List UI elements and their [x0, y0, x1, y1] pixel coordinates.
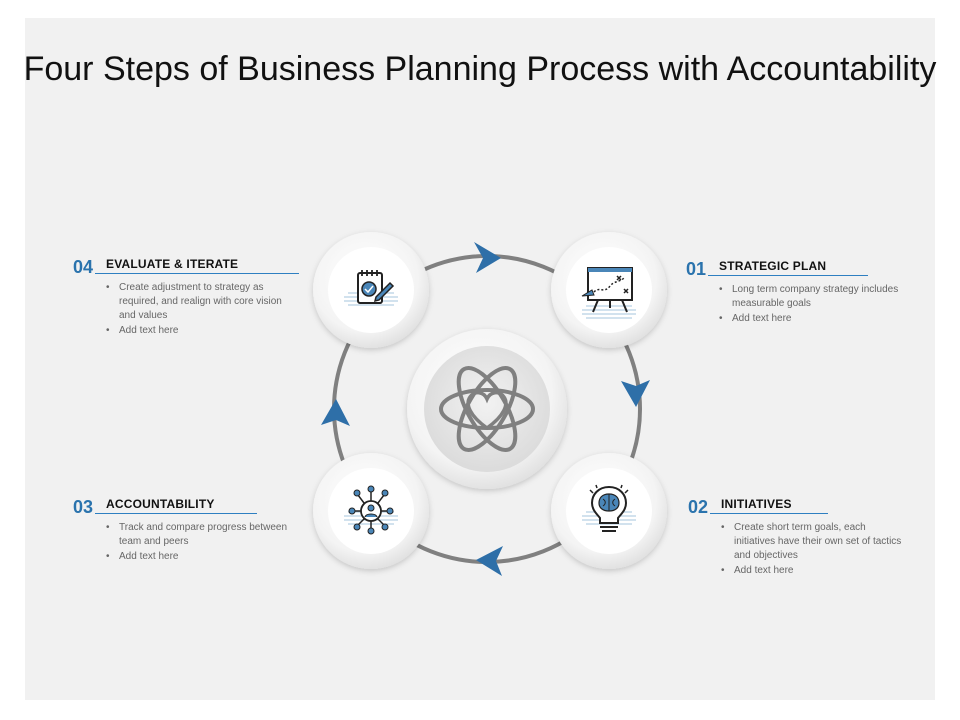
step-heading: INITIATIVES [721, 497, 792, 511]
person-network-icon [344, 485, 398, 535]
brain-lightbulb-icon [582, 484, 636, 532]
step-heading: EVALUATE & ITERATE [106, 257, 239, 271]
step-underline [708, 275, 868, 276]
list-item: Add text here [719, 312, 907, 326]
strategy-board-icon [581, 267, 636, 319]
step-bullets: Create adjustment to strategy as require… [106, 281, 294, 338]
step-bullets: Track and compare progress between team … [106, 521, 294, 564]
step-underline [95, 513, 257, 514]
step-underline [95, 273, 299, 274]
step-number: 03 [73, 497, 94, 517]
step-underline [710, 513, 828, 514]
step-number: 01 [686, 259, 707, 279]
step-number: 04 [73, 257, 94, 277]
step-bullets: Create short term goals, each initiative… [721, 521, 909, 578]
list-item: Add text here [106, 324, 294, 338]
list-item: Create short term goals, each initiative… [721, 521, 909, 563]
cycle-arrow-bottom [476, 546, 503, 576]
list-item: Add text here [721, 564, 909, 578]
cycle-arrow-right [621, 380, 650, 407]
list-item: Long term company strategy includes meas… [719, 283, 907, 311]
step-bullets: Long term company strategy includes meas… [719, 283, 907, 326]
step-heading: STRATEGIC PLAN [719, 259, 827, 273]
list-item: Track and compare progress between team … [106, 521, 294, 549]
page-title: Four Steps of Business Planning Process … [23, 50, 937, 88]
cycle-arrow-left [321, 399, 350, 426]
center-disc [407, 329, 567, 489]
step-heading: ACCOUNTABILITY [106, 497, 215, 511]
list-item: Add text here [106, 550, 294, 564]
list-item: Create adjustment to strategy as require… [106, 281, 294, 323]
checklist-pen-icon [344, 270, 398, 306]
step-number: 02 [688, 497, 709, 517]
cycle-arrow-top [474, 242, 501, 273]
atom-heart-icon [439, 366, 535, 452]
